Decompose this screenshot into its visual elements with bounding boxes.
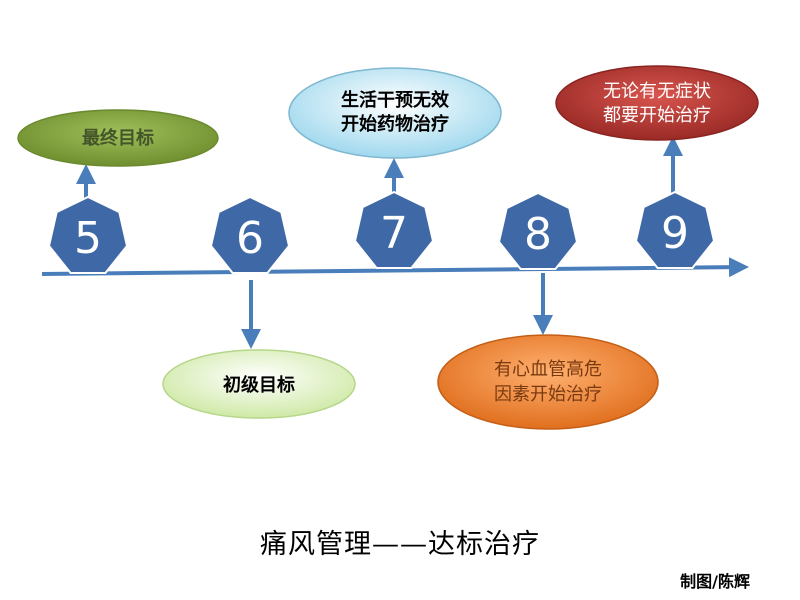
- node-8: 8: [497, 191, 579, 270]
- timeline-axis: [41, 257, 749, 278]
- node-label: 5: [74, 213, 102, 264]
- bubble-text-line-1: 初级目标: [223, 374, 295, 396]
- bubble-final-goal: 最终目标: [17, 109, 219, 167]
- heptagon-shape: [634, 190, 716, 269]
- node-7: 7: [353, 190, 435, 269]
- heptagon-shape: [497, 191, 579, 270]
- bubble-shape: [437, 334, 659, 430]
- bubble-text-line-2: 都要开始治疗: [603, 105, 711, 126]
- bubble-shape: [555, 65, 759, 141]
- node-label: 6: [236, 213, 264, 264]
- node-9: 9: [634, 190, 716, 269]
- bubble-primary-goal: 初级目标: [162, 349, 356, 419]
- heptagon-shape: [47, 195, 129, 274]
- page-title: 痛风管理——达标治疗: [260, 529, 540, 560]
- bubble-text-line-2: 开始药物治疗: [341, 113, 449, 135]
- bubble-shape: [17, 109, 219, 167]
- bubble-cv-risk-factors: 有心血管高危 因素开始治疗: [437, 334, 659, 430]
- bubble-text-line-1: 有心血管高危: [494, 359, 602, 380]
- node-label: 9: [661, 208, 689, 259]
- bubble-lifestyle-ineffective: 生活干预无效 开始药物治疗: [288, 67, 502, 159]
- node-label: 7: [380, 208, 408, 259]
- node-6: 6: [209, 195, 291, 274]
- bubble-text-line-1: 无论有无症状: [603, 81, 711, 102]
- node-label: 8: [524, 209, 552, 260]
- credit-label: 制图/陈辉: [680, 572, 750, 591]
- bubble-shape: [162, 349, 356, 419]
- bubble-text-line-1: 生活干预无效: [341, 89, 450, 111]
- bubble-treat-regardless: 无论有无症状 都要开始治疗: [555, 65, 759, 141]
- node-5: 5: [47, 195, 129, 274]
- heptagon-shape: [353, 190, 435, 269]
- bubble-text-line-1: 最终目标: [82, 127, 154, 149]
- bubble-text-line-2: 因素开始治疗: [494, 384, 602, 405]
- heptagon-shape: [209, 195, 291, 274]
- bubble-shape: [288, 67, 502, 159]
